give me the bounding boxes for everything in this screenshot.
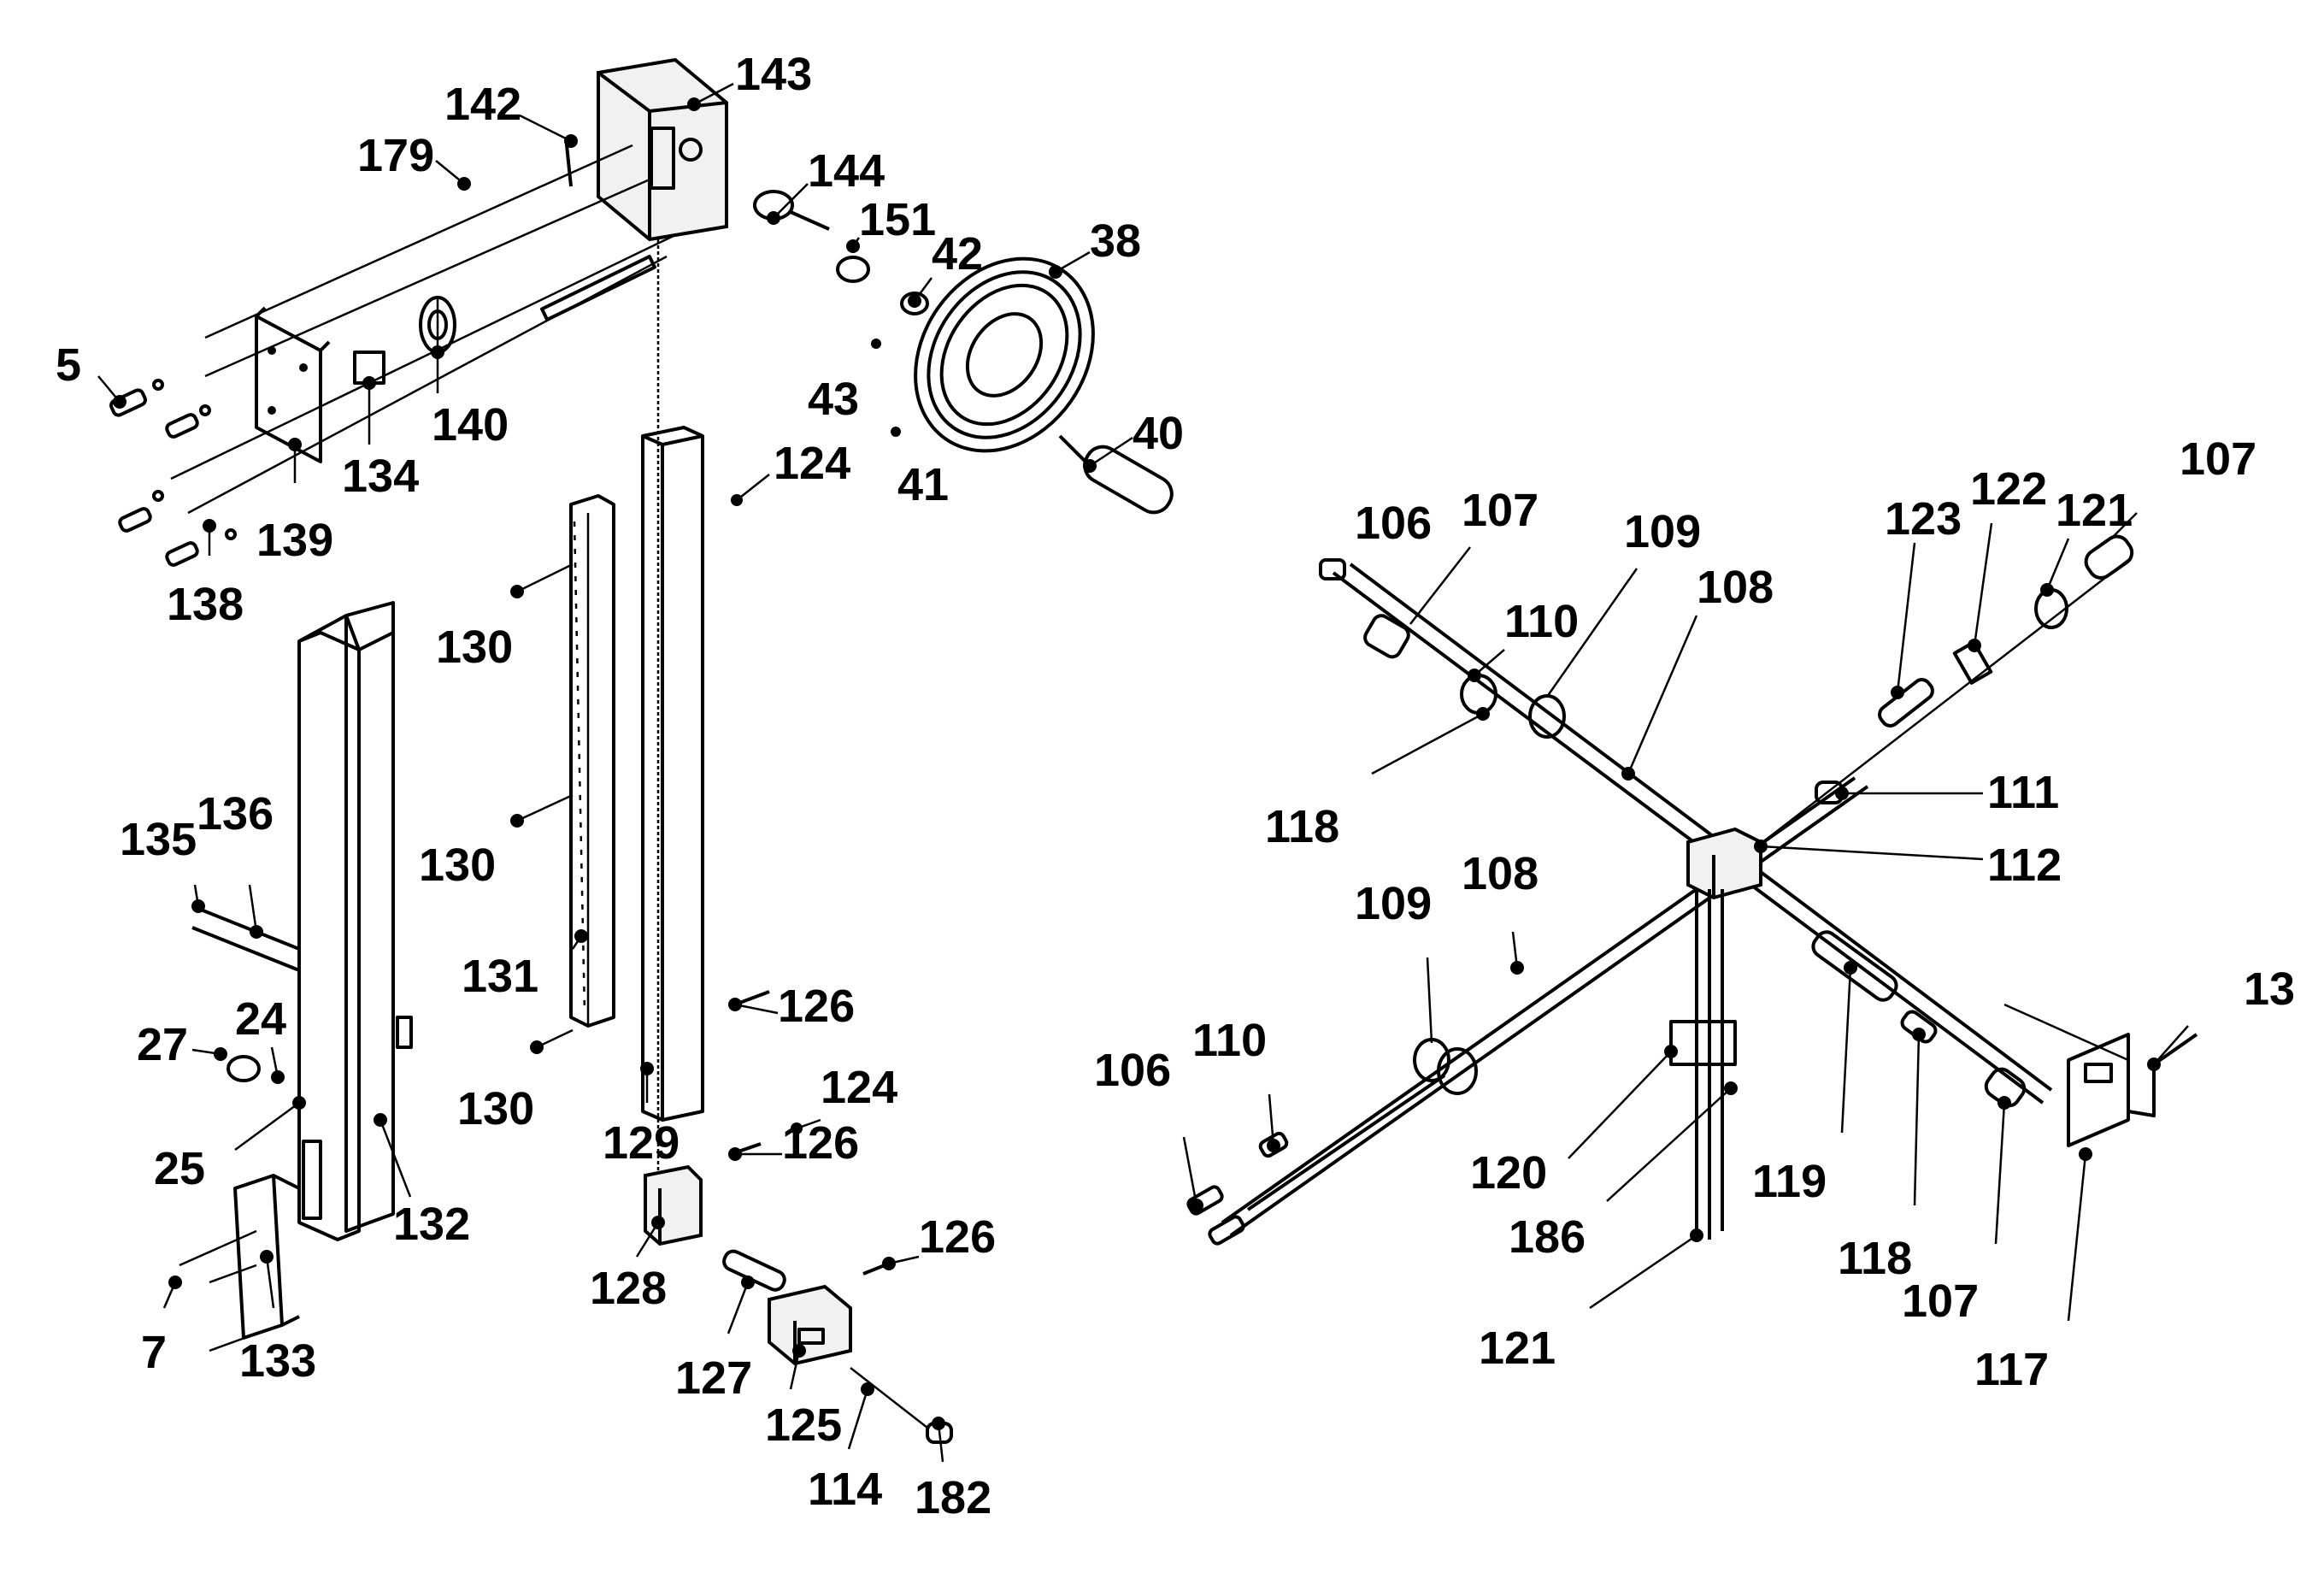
- end-plate-117: [2003, 1003, 2198, 1147]
- callout-111: 111: [1987, 767, 2059, 818]
- vertical-posts-186: [1669, 889, 1737, 1240]
- callout-108a: 108: [1697, 562, 1774, 613]
- callout-121b: 121: [1479, 1323, 1556, 1374]
- callout-143: 143: [735, 49, 812, 100]
- handle-40: [1058, 434, 1174, 515]
- callout-107b: 107: [2180, 433, 2256, 485]
- callout-140: 140: [432, 399, 509, 451]
- upper-right-hardware: [1878, 534, 2134, 728]
- callout-131: 131: [462, 951, 538, 1002]
- callout-109a: 109: [1624, 506, 1701, 557]
- callout-132: 132: [393, 1199, 470, 1250]
- callout-118a: 118: [1265, 801, 1339, 852]
- callout-130b: 130: [419, 840, 496, 891]
- callout-127: 127: [675, 1352, 752, 1404]
- clamp-block-125: [768, 1284, 852, 1366]
- callout-43: 43: [808, 374, 859, 425]
- callout-40: 40: [1133, 408, 1184, 459]
- callout-119: 119: [1752, 1156, 1827, 1207]
- callout-7: 7: [141, 1327, 167, 1378]
- left-assembly: [109, 57, 1174, 1444]
- top-housing-block: [597, 57, 728, 242]
- block-128: [644, 1164, 703, 1246]
- callout-128: 128: [590, 1263, 667, 1314]
- callout-144: 144: [808, 145, 885, 197]
- small-hardware-left: [179, 904, 300, 1352]
- callout-107a: 107: [1462, 485, 1539, 536]
- callout-110a: 110: [1504, 596, 1579, 647]
- central-block-112: [1686, 827, 1762, 900]
- callout-114: 114: [808, 1464, 882, 1515]
- callout-126b: 126: [782, 1117, 859, 1169]
- callout-120: 120: [1470, 1147, 1547, 1199]
- callout-186: 186: [1509, 1211, 1586, 1263]
- pin-127: [722, 1249, 786, 1292]
- callout-41: 41: [897, 459, 949, 510]
- callout-179: 179: [357, 130, 434, 181]
- callout-dots: [113, 97, 2161, 1430]
- callout-117: 117: [1974, 1344, 2049, 1395]
- callout-13: 13: [2244, 963, 2295, 1015]
- top-left-hardware: [1319, 558, 1566, 739]
- callout-182: 182: [915, 1472, 991, 1523]
- callout-5: 5: [56, 339, 81, 391]
- callout-125: 125: [765, 1399, 842, 1451]
- callout-130a: 130: [436, 622, 513, 673]
- callout-124a: 124: [774, 438, 850, 489]
- callout-109b: 109: [1355, 878, 1432, 929]
- callout-124b: 124: [821, 1062, 897, 1113]
- leader-lines: [97, 82, 2189, 1463]
- callout-133: 133: [239, 1335, 316, 1387]
- callout-121a: 121: [2056, 485, 2133, 536]
- screws-left: [109, 379, 237, 567]
- callout-112: 112: [1987, 840, 2062, 891]
- callout-110b: 110: [1192, 1015, 1267, 1066]
- upper-rod: [1734, 559, 2129, 864]
- handwheel-38: [914, 256, 1095, 453]
- callout-135: 135: [120, 814, 197, 865]
- rack-131: [569, 494, 615, 1028]
- callout-142: 142: [444, 79, 521, 130]
- part-107-lower: [1984, 1067, 2027, 1108]
- gear-140: [419, 296, 456, 354]
- callout-134: 134: [342, 451, 419, 502]
- callout-106a: 106: [1355, 498, 1432, 549]
- callout-24: 24: [235, 993, 286, 1045]
- callout-126c: 126: [919, 1211, 996, 1263]
- main-crossbar: [1332, 563, 2053, 1105]
- base-plate-133: [233, 1140, 322, 1340]
- callout-122: 122: [1970, 463, 2047, 515]
- callout-130c: 130: [457, 1083, 534, 1134]
- callout-38: 38: [1090, 215, 1141, 267]
- callout-27: 27: [137, 1019, 188, 1070]
- callout-118b: 118: [1838, 1233, 1912, 1284]
- callout-126a: 126: [778, 981, 855, 1032]
- callout-123: 123: [1885, 493, 1962, 545]
- channel-132: [297, 601, 413, 1241]
- callout-107c: 107: [1902, 1276, 1979, 1327]
- callout-136: 136: [197, 788, 274, 840]
- callout-106b: 106: [1094, 1045, 1171, 1096]
- callout-151: 151: [859, 194, 936, 245]
- callout-138: 138: [167, 579, 244, 630]
- callout-25: 25: [154, 1143, 205, 1194]
- callout-139: 139: [256, 515, 333, 566]
- side-plate-bracket: [255, 306, 331, 463]
- shaft-rods: [170, 144, 676, 515]
- callout-129: 129: [603, 1117, 680, 1169]
- callout-labels: 143 142 179 144 151 42 38 5 140 43 41 40…: [56, 49, 2295, 1523]
- callout-108b: 108: [1462, 848, 1539, 899]
- callout-42: 42: [932, 228, 983, 280]
- lower-left-hardware: [1186, 1038, 1478, 1246]
- column-129: [641, 426, 704, 1122]
- sleeve-119: [1811, 930, 1898, 1002]
